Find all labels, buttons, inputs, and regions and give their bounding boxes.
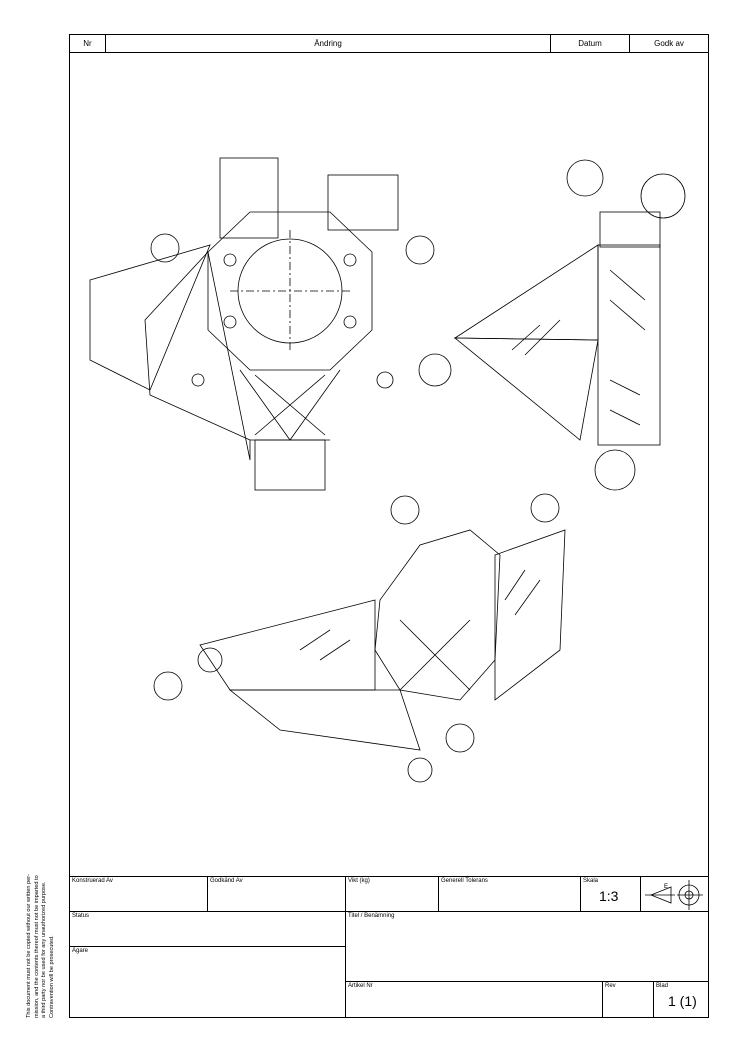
projection-symbol-icon <box>645 880 703 910</box>
disclaimer-line: Contravention will be prosecuted. <box>48 935 55 1018</box>
godkand-av-label: Godkänd Av <box>210 878 243 884</box>
skala-cell: Skala 1:3 <box>580 876 641 912</box>
isometric-view <box>153 493 566 783</box>
artikel-nr-label: Artikel Nr <box>348 983 373 989</box>
copyright-disclaimer: This document must not be copied without… <box>26 838 56 1018</box>
skala-value: 1:3 <box>599 888 619 904</box>
titel-cell: Titel / Benämning <box>345 911 709 982</box>
titel-label: Titel / Benämning <box>348 913 395 919</box>
blad-value: 1 (1) <box>668 993 697 1009</box>
blad-label: Blad <box>656 983 669 989</box>
disclaimer-line: mission, and the contents thereof must n… <box>33 875 40 1018</box>
disclaimer-line: a third party nor be used for any unauth… <box>41 881 47 1018</box>
vikt-label: Vikt (kg) <box>348 878 370 884</box>
godkand-av-cell: Godkänd Av <box>207 876 346 912</box>
header-godk-av: Godk av <box>629 34 709 53</box>
front-view <box>89 157 435 491</box>
side-view <box>418 159 686 491</box>
projection-symbol-cell: E <box>640 876 709 912</box>
vikt-cell: Vikt (kg) <box>345 876 439 912</box>
artikel-nr-cell: Artikel Nr <box>345 981 603 1018</box>
agare-label: Ägare <box>72 948 89 954</box>
tolerans-cell: Generell Tolerans <box>438 876 581 912</box>
disclaimer-line: This document must not be copied without… <box>26 874 32 1018</box>
rev-label: Rev <box>605 983 616 989</box>
konstruerad-av-cell: Konstruerad Av <box>69 876 208 912</box>
skala-label: Skala <box>583 878 599 884</box>
agare-cell: Ägare <box>69 946 346 1018</box>
projection-letter: E <box>664 884 669 890</box>
status-cell: Status <box>69 911 346 947</box>
konstruerad-av-label: Konstruerad Av <box>72 878 113 884</box>
status-label: Status <box>72 913 90 919</box>
blad-cell: Blad 1 (1) <box>653 981 709 1018</box>
tolerans-label: Generell Tolerans <box>441 878 488 884</box>
rev-cell: Rev <box>602 981 654 1018</box>
